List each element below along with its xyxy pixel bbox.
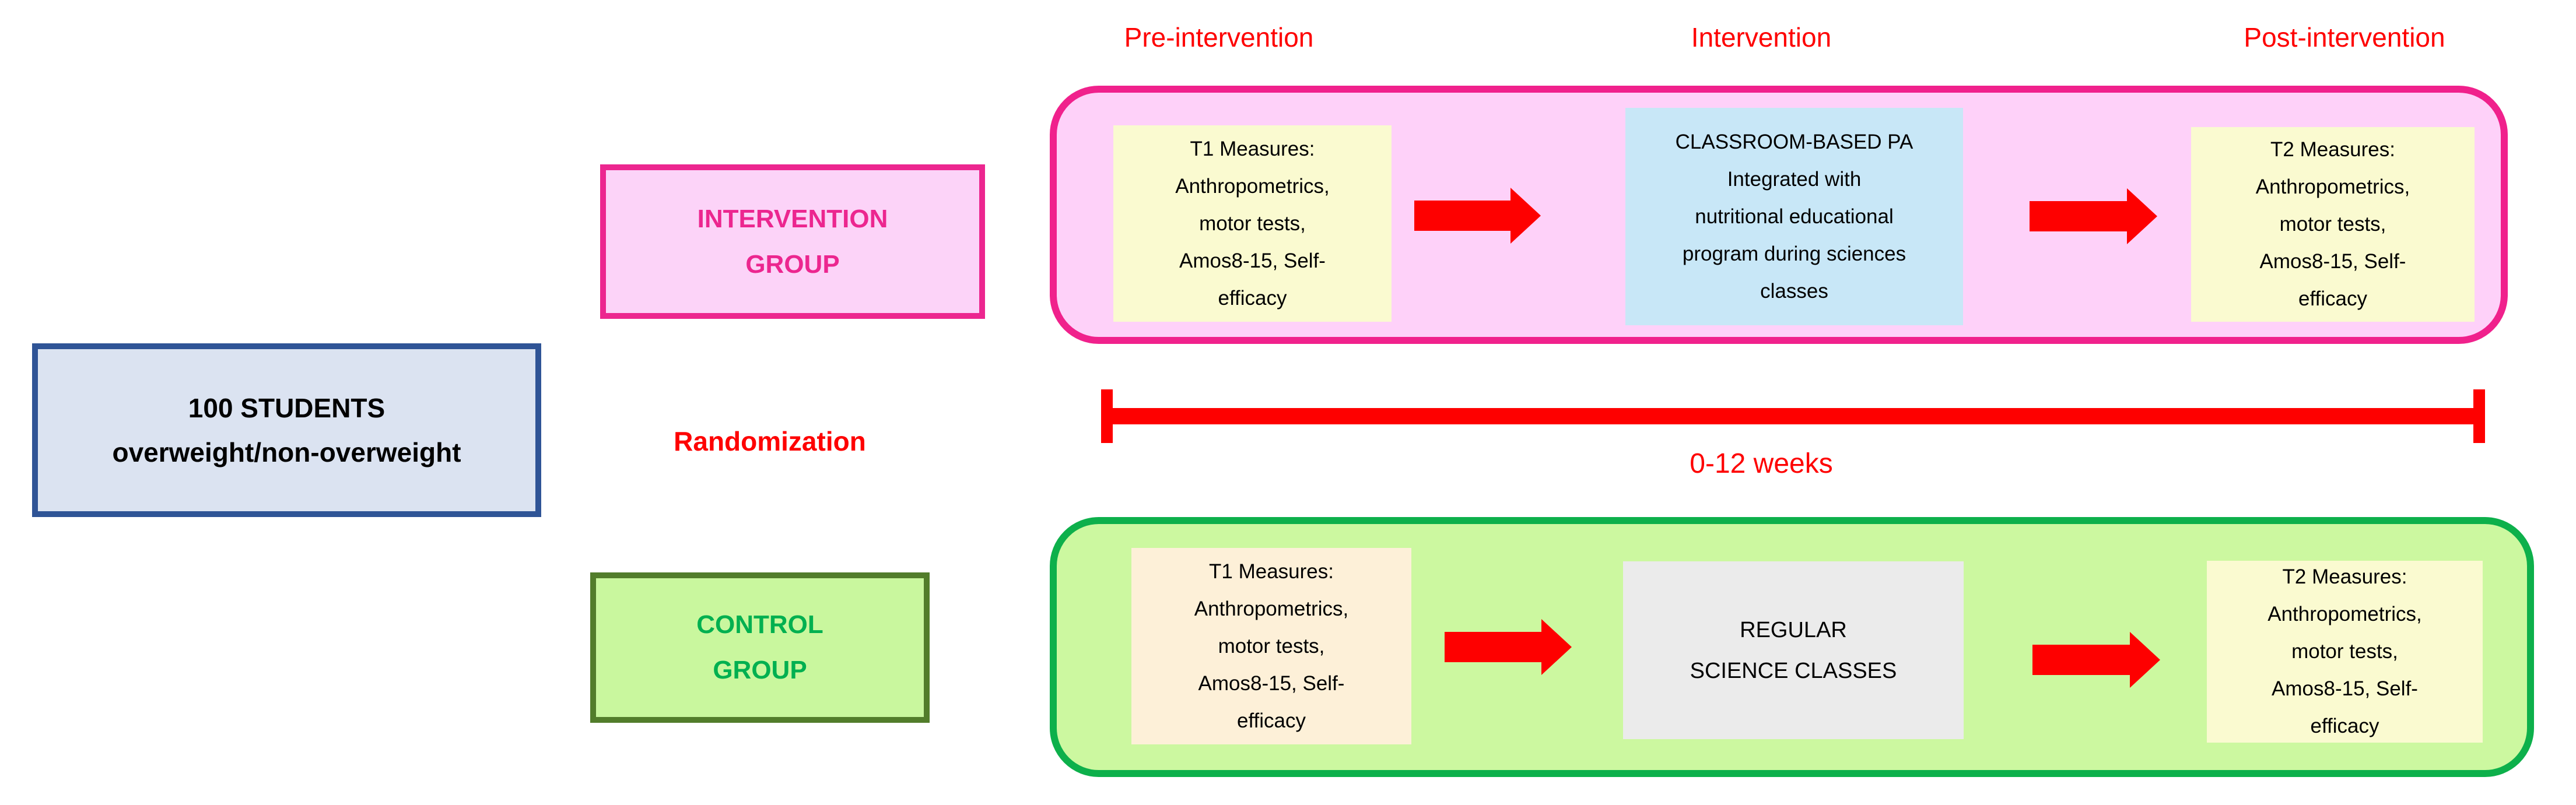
students-line-1: 100 STUDENTS — [188, 393, 385, 423]
right-arrow-icon — [1445, 619, 1573, 675]
label-intervention: Intervention — [1691, 22, 1832, 52]
measure-line: Integrated with — [1727, 167, 1862, 191]
right-arrow-icon — [1414, 188, 1543, 244]
arrow-shaft — [2030, 201, 2127, 231]
measure-line: Anthropometrics, — [2255, 175, 2410, 198]
measure-line: classes — [1760, 279, 1828, 303]
arrow-shaft — [2032, 645, 2130, 675]
control-group-label-box: CONTROL GROUP — [590, 572, 930, 723]
label-post-intervention: Post-intervention — [2244, 22, 2445, 52]
classroom-pa-box: CLASSROOM-BASED PA Integrated with nutri… — [1625, 108, 1963, 325]
measure-line: T1 Measures: — [1209, 560, 1334, 583]
intervention-group-label-box: INTERVENTION GROUP — [600, 164, 985, 319]
measure-line: T2 Measures: — [2270, 138, 2395, 161]
intervention-group-line-2: GROUP — [745, 249, 840, 279]
students-box: 100 STUDENTS overweight/non-overweight — [32, 343, 541, 517]
right-arrow-icon — [2030, 188, 2158, 244]
intervention-group-line-1: INTERVENTION — [697, 204, 888, 233]
measure-line: Anthropometrics, — [1194, 597, 1349, 620]
measure-line: Anthropometrics, — [2267, 603, 2422, 625]
right-arrow-icon — [2032, 632, 2161, 688]
arrow-shaft — [1445, 632, 1541, 662]
measure-line: motor tests, — [1218, 634, 1325, 658]
measure-line: Amos8-15, Self- — [2259, 250, 2406, 273]
randomization-label: Randomization — [674, 426, 866, 456]
measure-line: Amos8-15, Self- — [2272, 677, 2418, 700]
measure-line: Amos8-15, Self- — [1198, 672, 1345, 695]
measure-line: motor tests, — [2279, 213, 2386, 235]
measure-line: nutritional educational — [1695, 205, 1894, 228]
label-pre-intervention: Pre-intervention — [1124, 22, 1314, 52]
timeline-right-cap — [2473, 389, 2485, 443]
arrow-shaft — [1414, 201, 1510, 231]
arrow-head — [2127, 188, 2157, 244]
measure-line: efficacy — [1218, 286, 1287, 310]
measure-line: Amos8-15, Self- — [1179, 249, 1326, 272]
intervention-t1-measures-box: T1 Measures: Anthropometrics, motor test… — [1113, 125, 1392, 322]
measure-line: efficacy — [2310, 715, 2379, 737]
measure-line: program during sciences — [1682, 242, 1906, 265]
control-group-line-1: CONTROL — [696, 610, 823, 639]
arrow-head — [2130, 632, 2160, 688]
timeline-duration-label: 0-12 weeks — [1690, 448, 1833, 479]
measure-line: SCIENCE CLASSES — [1690, 658, 1897, 683]
measure-line: efficacy — [2298, 287, 2368, 310]
regular-science-classes-box: REGULAR SCIENCE CLASSES — [1623, 561, 1964, 739]
measure-line: CLASSROOM-BASED PA — [1675, 130, 1913, 153]
measure-line: T2 Measures: — [2282, 565, 2407, 588]
control-t1-measures-box: T1 Measures: Anthropometrics, motor test… — [1131, 548, 1411, 744]
measure-line: Anthropometrics, — [1175, 174, 1330, 198]
timeline-left-cap — [1101, 389, 1113, 443]
arrow-head — [1510, 188, 1541, 244]
measure-line: efficacy — [1236, 709, 1306, 732]
measure-line: motor tests, — [1199, 212, 1306, 235]
control-group-line-2: GROUP — [713, 656, 807, 684]
measure-line: motor tests, — [2291, 640, 2398, 663]
timeline-bar — [1101, 408, 2485, 424]
students-line-2: overweight/non-overweight — [112, 437, 461, 467]
arrow-head — [1541, 619, 1572, 675]
measure-line: REGULAR — [1740, 617, 1847, 642]
control-t2-measures-box: T2 Measures: Anthropometrics, motor test… — [2207, 561, 2483, 743]
intervention-t2-measures-box: T2 Measures: Anthropometrics, motor test… — [2191, 127, 2475, 322]
measure-line: T1 Measures: — [1190, 137, 1315, 160]
